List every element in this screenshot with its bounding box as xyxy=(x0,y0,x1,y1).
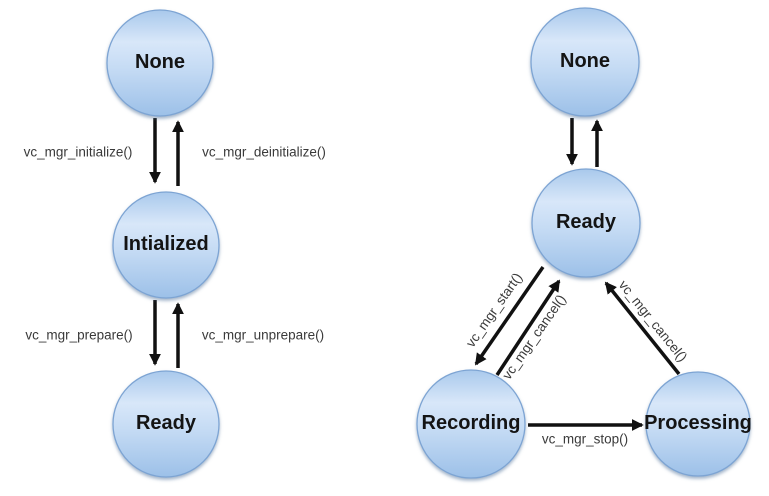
right-lifecycle-diagram: vc_mgr_start() vc_mgr_cancel() vc_mgr_ca… xyxy=(416,7,752,479)
left-lifecycle-diagram: vc_mgr_initialize() vc_mgr_deinitialize(… xyxy=(24,9,326,478)
label-deinitialize: vc_mgr_deinitialize() xyxy=(202,145,326,160)
state-label-ready-left: Ready xyxy=(136,412,197,434)
arrow-start xyxy=(474,266,545,366)
label-cancel-from-processing: vc_mgr_cancel() xyxy=(616,278,690,365)
arrow-cancel-from-processing xyxy=(604,281,681,376)
state-label-none-left: None xyxy=(135,51,185,73)
state-label-recording: Recording xyxy=(422,412,521,434)
state-none-right: None xyxy=(530,7,640,117)
state-ready-right: Ready xyxy=(531,168,641,278)
arrow-cancel-from-recording xyxy=(495,279,561,376)
label-prepare: vc_mgr_prepare() xyxy=(25,328,132,343)
label-cancel-from-recording: vc_mgr_cancel() xyxy=(499,292,569,382)
state-ready-left: Ready xyxy=(112,370,220,478)
state-recording: Recording xyxy=(416,369,526,479)
state-label-none-right: None xyxy=(560,50,610,72)
state-intialized: Intialized xyxy=(112,191,220,299)
state-processing: Processing xyxy=(644,371,752,477)
label-stop: vc_mgr_stop() xyxy=(542,432,628,447)
state-none-left: None xyxy=(106,9,214,117)
label-initialize: vc_mgr_initialize() xyxy=(24,145,133,160)
label-unprepare: vc_mgr_unprepare() xyxy=(202,328,324,343)
state-label-ready-right: Ready xyxy=(556,211,617,233)
state-label-intialized: Intialized xyxy=(123,233,209,255)
state-label-processing: Processing xyxy=(644,412,752,434)
